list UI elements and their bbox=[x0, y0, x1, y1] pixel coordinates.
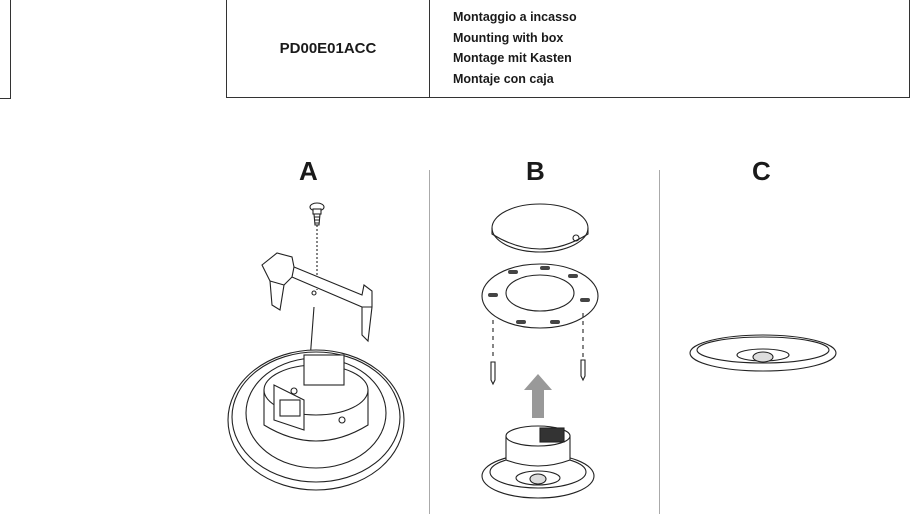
description-spanish: Montaje con caja bbox=[453, 71, 554, 86]
mounting-bracket bbox=[261, 252, 373, 343]
panel-label-c: C bbox=[752, 156, 771, 186]
description-english: Mounting with box bbox=[453, 30, 564, 45]
panel-a-illustration bbox=[227, 202, 405, 491]
panel-c-illustration bbox=[689, 334, 837, 372]
product-table: PD00E01ACC Montaggio a incasso Mounting … bbox=[226, 0, 910, 98]
divider-bc bbox=[659, 170, 660, 514]
detector-unit bbox=[481, 425, 595, 499]
divider-ab bbox=[429, 170, 430, 514]
right-mounting-screw bbox=[580, 359, 586, 382]
mounted-detector bbox=[689, 334, 837, 372]
cover-plate bbox=[491, 203, 589, 253]
left-mounting-screw bbox=[490, 361, 496, 386]
description-german: Montage mit Kasten bbox=[453, 51, 572, 65]
mounting-descriptions: Montaggio a incasso Mounting with box Mo… bbox=[453, 7, 577, 89]
panel-b-illustration bbox=[481, 203, 599, 499]
panel-label-a: A bbox=[299, 156, 318, 186]
description-italian: Montaggio a incasso bbox=[453, 10, 577, 24]
panel-label-b: B bbox=[526, 156, 545, 186]
product-code: PD00E01ACC bbox=[227, 0, 430, 97]
up-arrow-icon bbox=[524, 374, 552, 418]
detector-with-flange bbox=[227, 349, 405, 491]
mounting-ring bbox=[481, 263, 599, 329]
screw-icon bbox=[309, 202, 325, 226]
left-frame-edge bbox=[0, 0, 11, 99]
